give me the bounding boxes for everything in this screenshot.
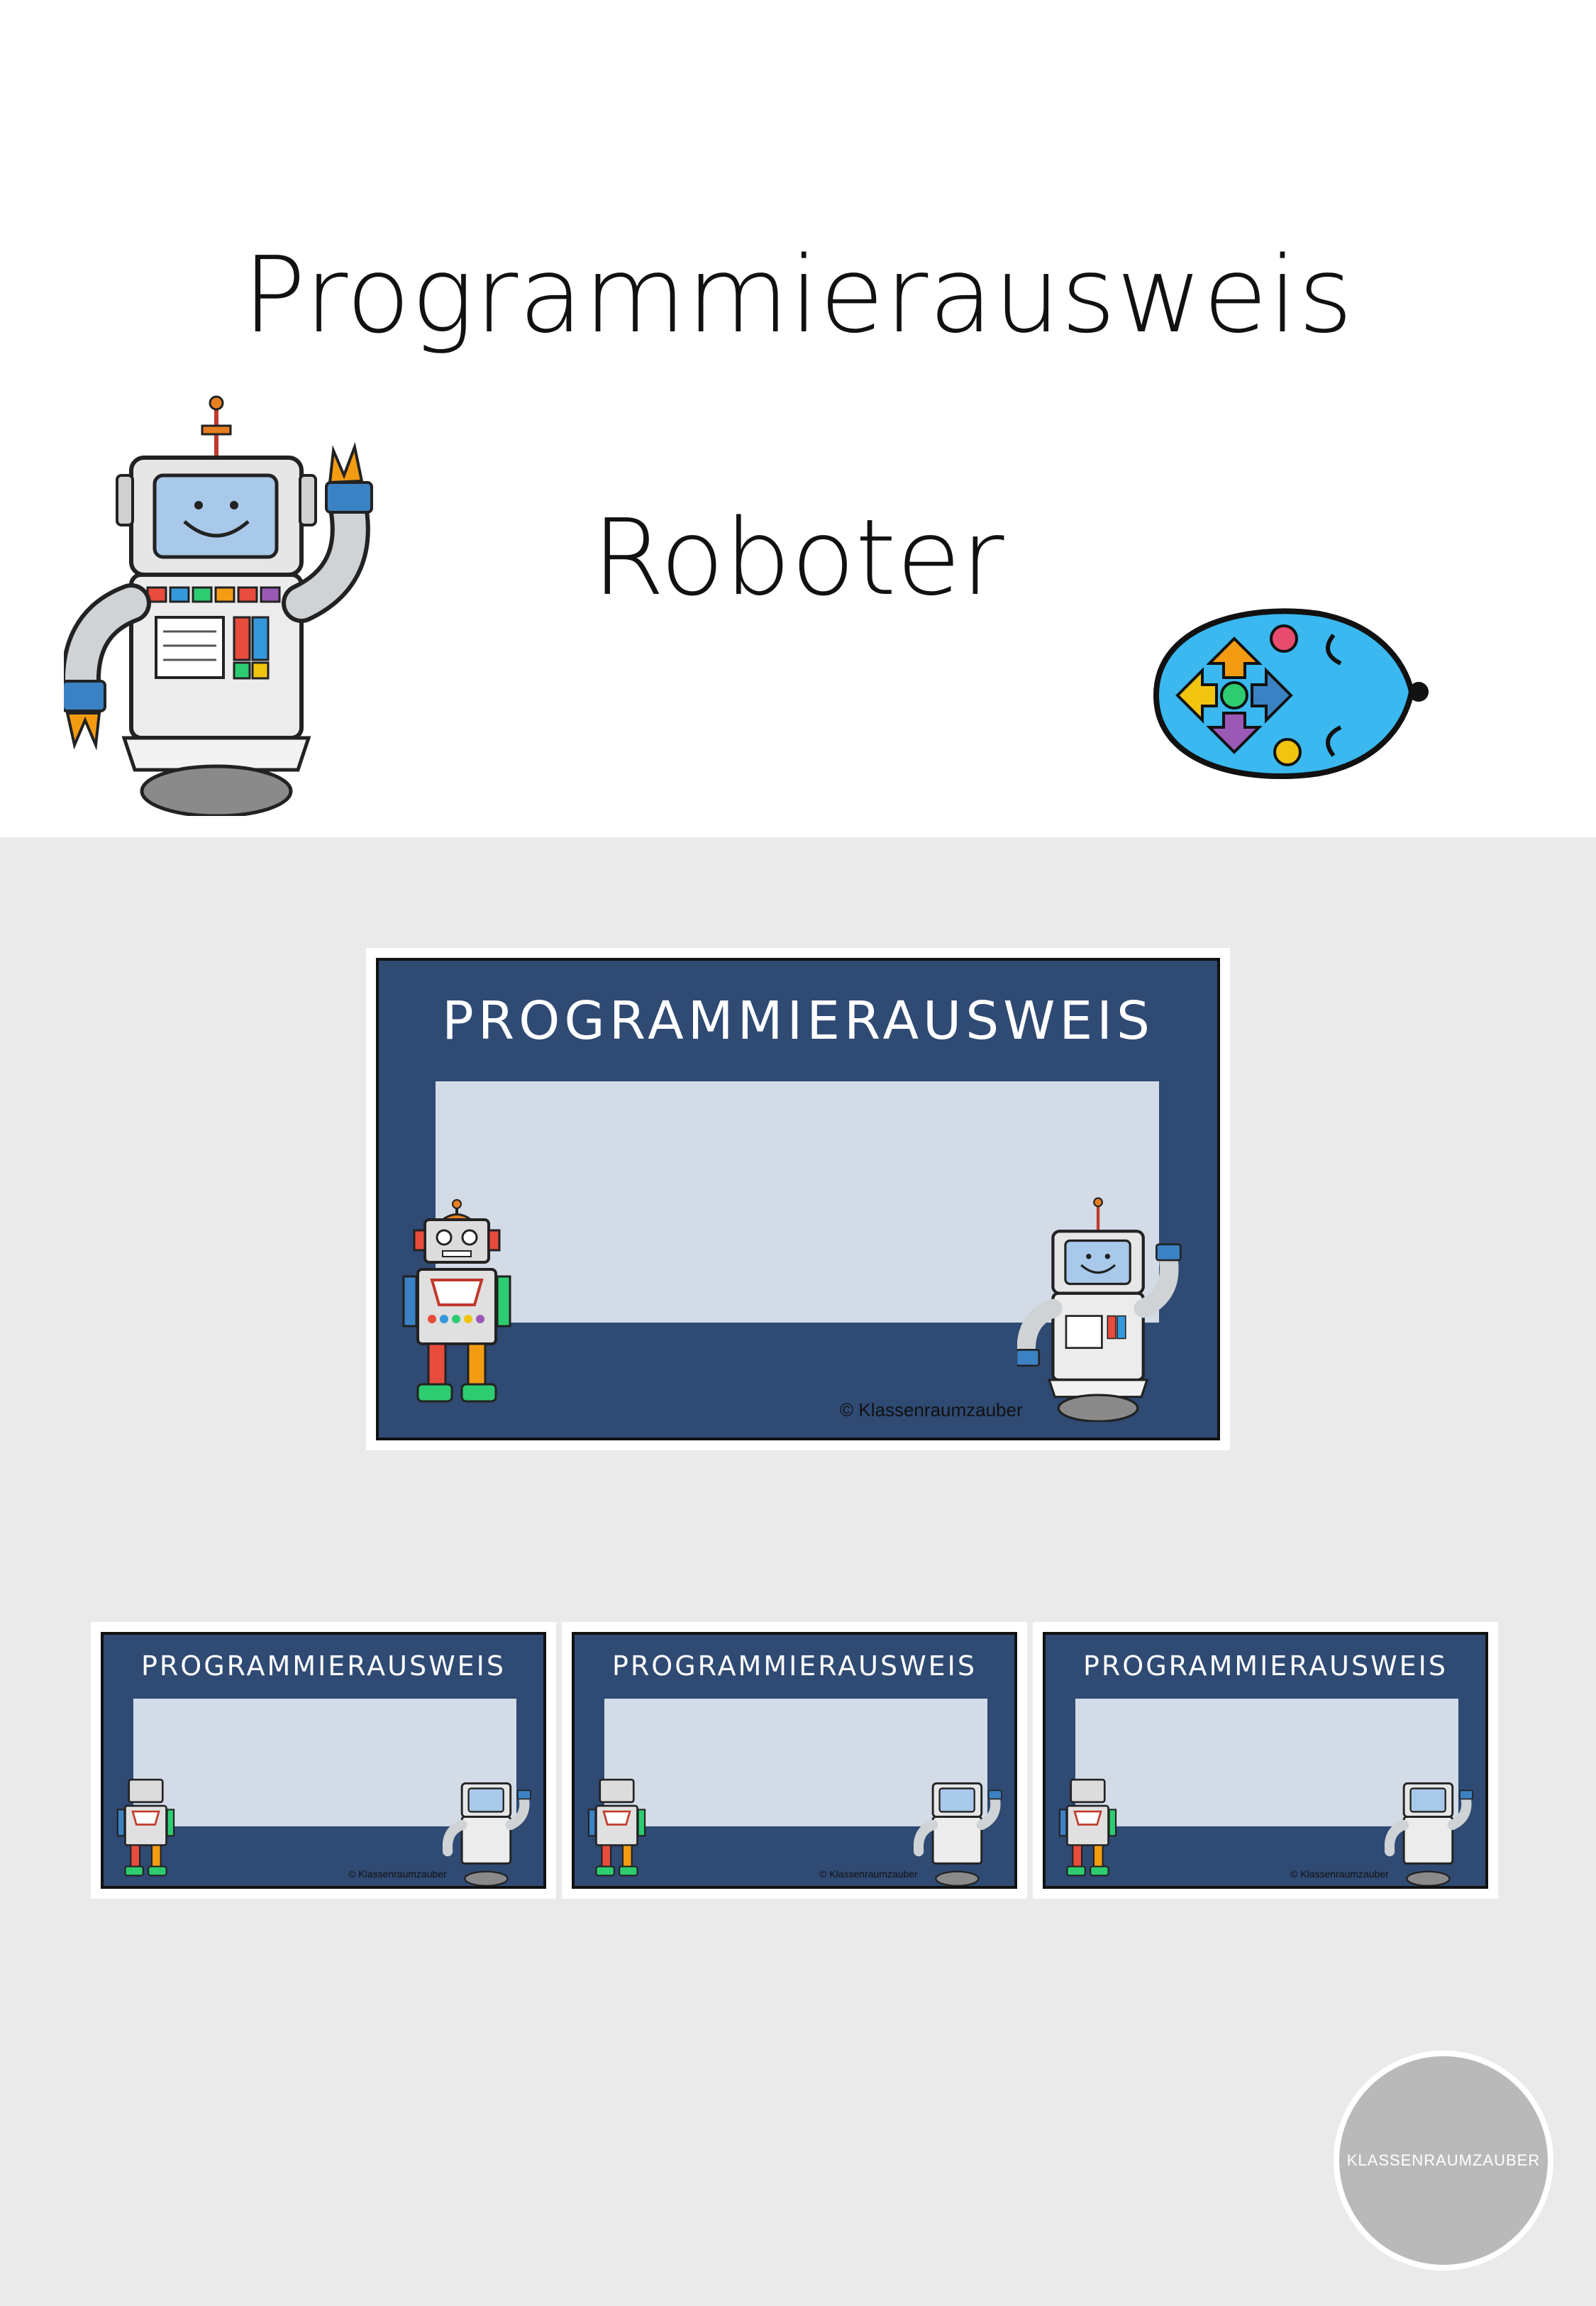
id-card-main: PROGRAMMIERAUSWEIS xyxy=(376,958,1220,1440)
id-card-small-2: PROGRAMMIERAUSWEIS © Klassenraumzauber xyxy=(572,1632,1017,1889)
robot-waving-icon xyxy=(1385,1782,1473,1886)
robot-standing-icon xyxy=(587,1778,646,1877)
name-field xyxy=(436,1081,1159,1323)
card-copyright: © Klassenraumzauber xyxy=(840,1399,1023,1420)
card-title: PROGRAMMIERAUSWEIS xyxy=(1082,1650,1448,1682)
name-field xyxy=(133,1699,516,1826)
card-title: PROGRAMMIERAUSWEIS xyxy=(140,1650,506,1682)
bee-bot-icon xyxy=(1153,608,1429,779)
brand-badge-label: KLASSENRAUMZAUBER xyxy=(1346,2151,1541,2169)
robot-standing-icon xyxy=(402,1199,511,1403)
page-title: Programmierausweis xyxy=(242,234,1354,356)
card-title: PROGRAMMIERAUSWEIS xyxy=(442,991,1154,1052)
header-panel: Programmierausweis Roboter xyxy=(0,0,1596,837)
card-title: PROGRAMMIERAUSWEIS xyxy=(611,1650,977,1682)
robot-waving-icon xyxy=(1017,1197,1182,1422)
name-field xyxy=(1075,1699,1458,1826)
robot-standing-icon xyxy=(116,1778,175,1877)
card-copyright: © Klassenraumzauber xyxy=(819,1868,918,1880)
id-card-small-1: PROGRAMMIERAUSWEIS © Klassenraumzauber xyxy=(101,1632,546,1889)
card-copyright: © Klassenraumzauber xyxy=(1290,1868,1389,1880)
robot-waving-icon xyxy=(443,1782,531,1886)
brand-badge: KLASSENRAUMZAUBER xyxy=(1334,2051,1553,2271)
card-copyright: © Klassenraumzauber xyxy=(348,1868,447,1880)
id-card-small-3: PROGRAMMIERAUSWEIS © Klassenraumzauber xyxy=(1043,1632,1488,1889)
page-subtitle: Roboter xyxy=(592,497,1004,619)
robot-standing-icon xyxy=(1058,1778,1117,1877)
robot-waving-icon xyxy=(64,395,373,816)
robot-waving-icon xyxy=(914,1782,1002,1886)
name-field xyxy=(604,1699,987,1826)
